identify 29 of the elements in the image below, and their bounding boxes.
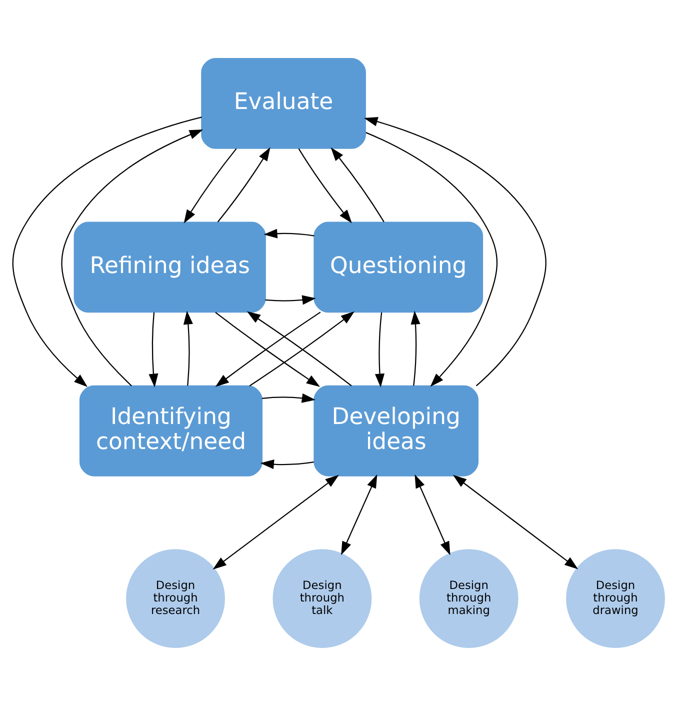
arrow bbox=[148, 312, 158, 388]
node-box: Evaluate bbox=[201, 58, 366, 149]
arrow bbox=[374, 312, 384, 388]
arrow bbox=[61, 130, 204, 386]
arrow bbox=[452, 474, 578, 570]
node-circle: Design through talk bbox=[272, 549, 372, 648]
node-box: Questioning bbox=[314, 222, 484, 313]
node-circle: Design through making bbox=[419, 549, 518, 648]
arrow bbox=[12, 116, 202, 387]
arrow bbox=[414, 474, 450, 556]
arrow bbox=[264, 228, 314, 238]
node-box: Identifying context/need bbox=[79, 385, 262, 476]
arrow bbox=[262, 393, 316, 403]
arrow bbox=[217, 147, 270, 222]
arrow bbox=[341, 474, 378, 556]
arrow bbox=[184, 148, 237, 224]
arrow bbox=[330, 147, 384, 222]
arrow bbox=[366, 132, 498, 387]
node-box: Refining ideas bbox=[74, 222, 266, 313]
arrow bbox=[364, 116, 546, 386]
arrow bbox=[265, 295, 316, 305]
arrow bbox=[260, 460, 314, 470]
node-circle: Design through drawing bbox=[566, 549, 665, 648]
arrow bbox=[298, 148, 352, 224]
node-box: Developing ideas bbox=[314, 385, 479, 476]
arrow bbox=[410, 310, 420, 386]
arrow bbox=[183, 310, 193, 386]
node-circle: Design through research bbox=[126, 549, 225, 648]
arrow bbox=[212, 474, 339, 570]
